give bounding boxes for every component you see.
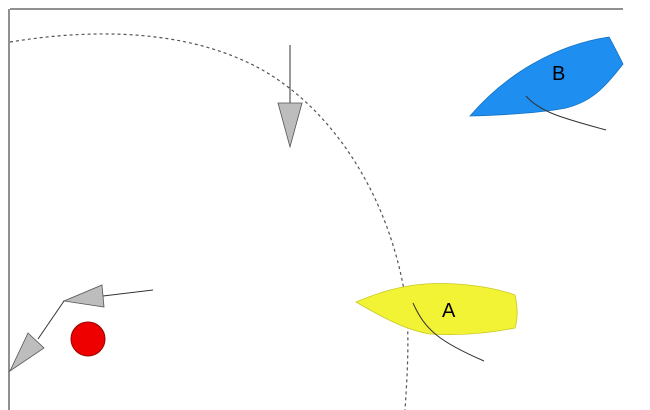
boat-b: B [469,36,624,131]
boat-a-hull [355,283,518,336]
course-arrow-1-head [62,284,105,308]
boat-a-label: A [442,300,456,322]
course-arrow-1-shaft [102,289,154,297]
boat-a: A [355,283,518,362]
zone-circle [9,33,409,410]
mark-buoy-icon [70,321,106,357]
wind-arrow-head [277,102,303,149]
boat-a-boom [412,302,485,362]
course-arrow-2-shaft [37,300,65,340]
boat-b-label: B [552,63,565,85]
boat-b-boom [525,95,607,131]
wind-arrow-icon [277,45,303,149]
course-arrow-icon [9,284,154,373]
boat-b-hull [469,36,624,117]
course-arrow-2-head [9,332,45,373]
